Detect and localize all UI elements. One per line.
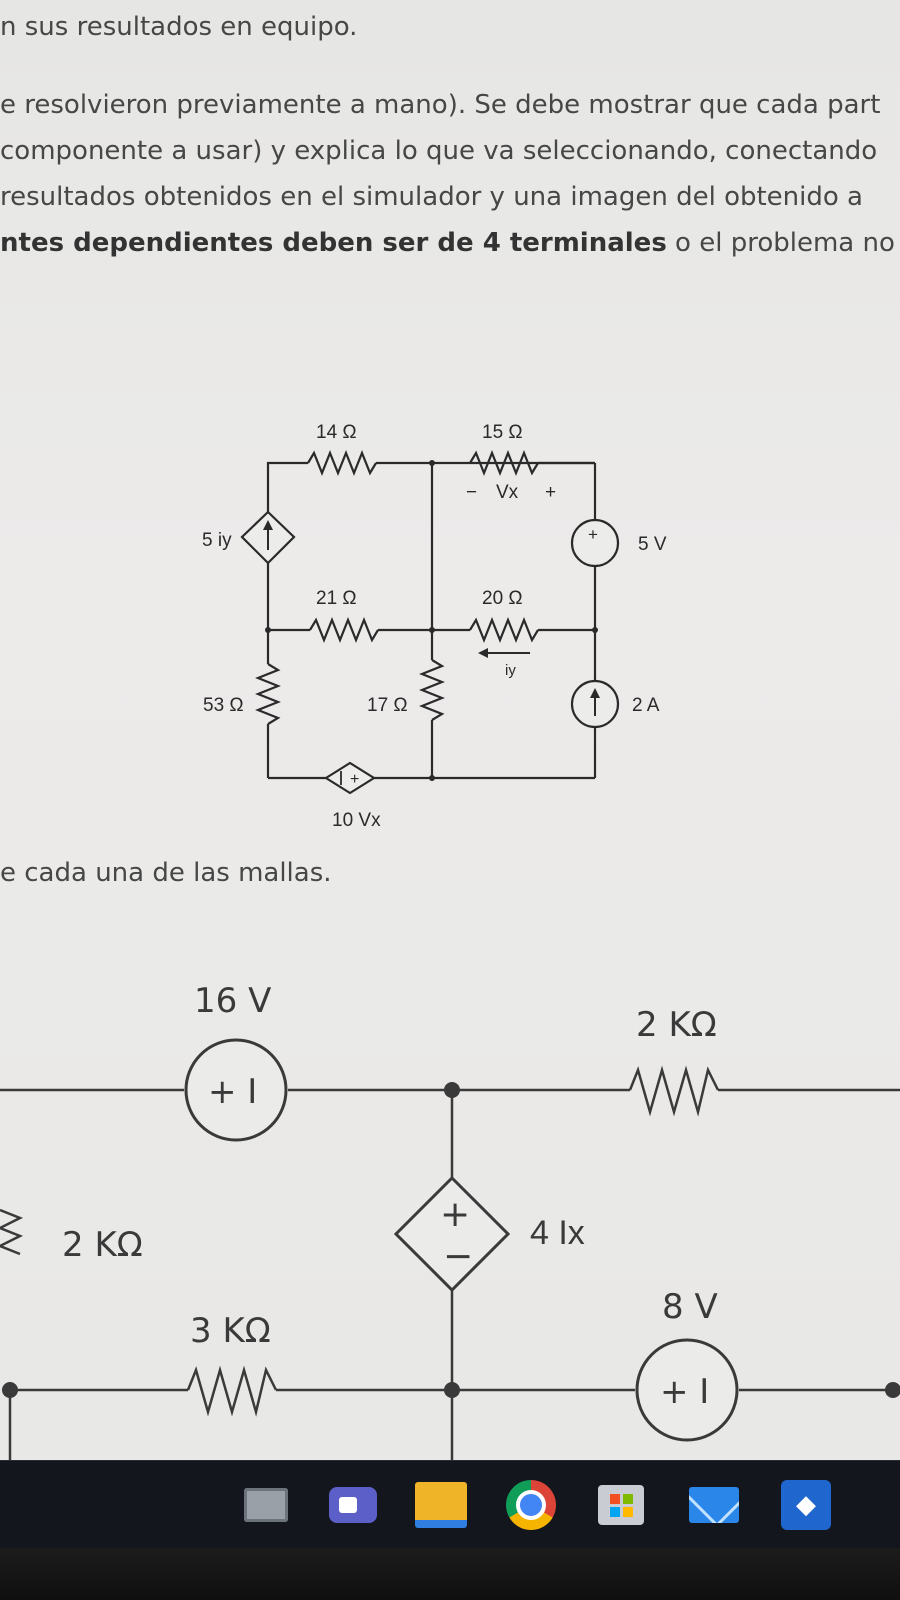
bold-text: ntes dependientes deben ser de 4 termina… [0,228,667,258]
store-icon[interactable] [595,1479,647,1531]
r20-label: 20 Ω [482,588,523,609]
vx-minus-label: − [466,482,477,503]
text-line-4: resultados obtenidos en el simulador y u… [0,182,863,212]
regular-text: o el problema no ser [675,228,900,258]
v16-label: 16 V [194,981,271,1021]
dep-plus: + [440,1194,470,1235]
vsource-plus: + [588,525,598,544]
vsource-label: 5 V [638,534,667,555]
v8-label: 8 V [662,1287,718,1327]
circuit-diagram-2: 16 V + I 2 KΩ 2 KΩ + − 4 Ix 3 KΩ 8 V + I [0,981,900,1460]
document-page: n sus resultados en equipo. e resolviero… [0,0,900,1460]
v8-sign: + I [660,1372,709,1412]
text-line-3: componente a usar) y explica lo que va s… [0,136,878,166]
r3k-label: 3 KΩ [190,1311,271,1351]
vx-plus-label: + [545,482,556,503]
text-line-5: ntes dependientes deben ser de 4 termina… [0,228,900,258]
dep-minus: − [443,1236,473,1277]
r14-label: 14 Ω [316,422,357,443]
chrome-icon[interactable] [505,1479,557,1531]
text-line-1: n sus resultados en equipo. [0,12,358,42]
task-view-icon[interactable] [240,1479,292,1531]
dep-voltage-label: 10 Vx [332,810,381,831]
dep-voltage-plus: + [350,771,359,788]
text-line-6: e cada una de las mallas. [0,858,332,888]
r53-label: 53 Ω [203,695,244,716]
monitor-bezel [0,1548,900,1600]
dropbox-icon[interactable]: ◆ [780,1479,832,1531]
r21-label: 21 Ω [316,588,357,609]
folder-icon[interactable] [415,1479,467,1531]
taskbar: ◆ [0,1460,900,1549]
r2k-left-label: 2 KΩ [62,1225,143,1265]
camera-icon[interactable] [327,1479,379,1531]
dep-current-label: 5 iy [202,530,232,551]
r17-label: 17 Ω [367,695,408,716]
isource-label: 2 A [632,695,660,716]
mail-icon[interactable] [688,1479,740,1531]
dep-source-label: 4 Ix [530,1214,585,1252]
r2k-top-label: 2 KΩ [636,1005,717,1045]
iy-label: iy [505,662,516,679]
vx-label: Vx [496,482,519,503]
text-line-2: e resolvieron previamente a mano). Se de… [0,90,881,120]
v16-sign: + I [208,1072,257,1112]
r15-label: 15 Ω [482,422,523,443]
circuit-diagram-1: 14 Ω 15 Ω − Vx + 5 iy + 5 V 21 Ω 20 Ω iy… [202,422,667,831]
